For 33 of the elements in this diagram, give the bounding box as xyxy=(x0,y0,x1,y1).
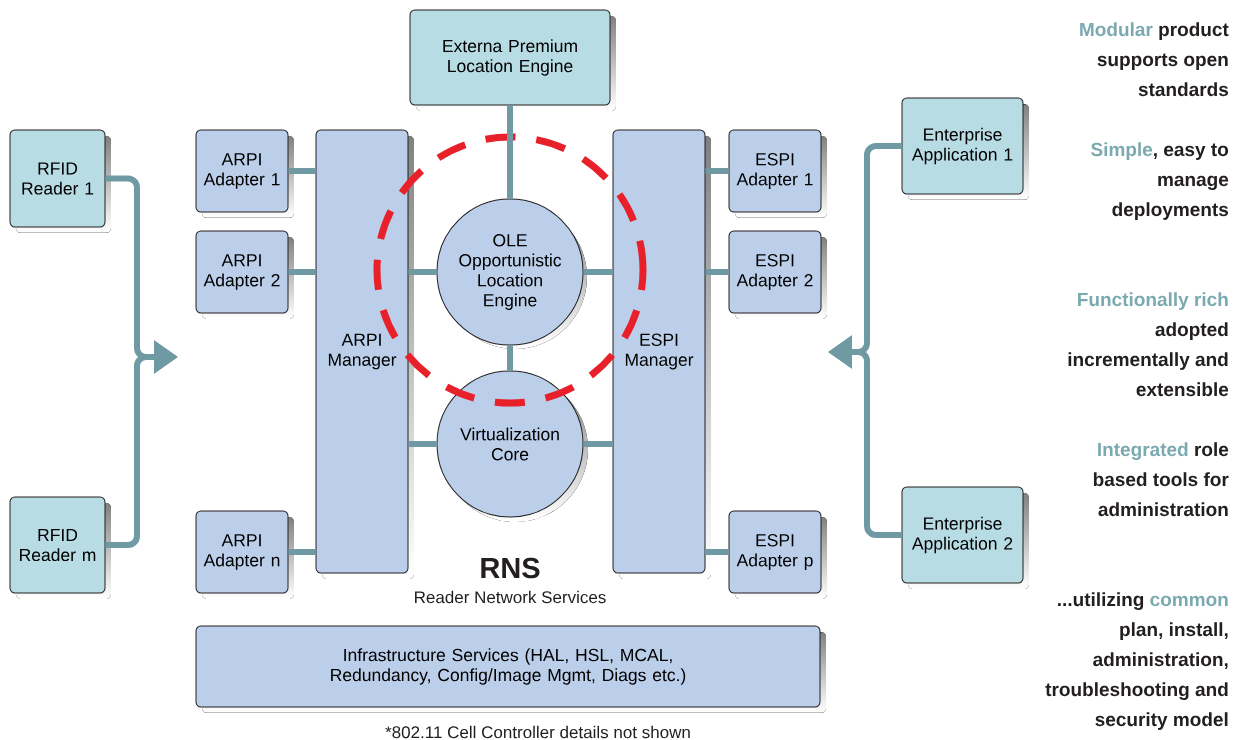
process-box: ARPI Adapter 2 xyxy=(195,230,294,319)
process-box: ARPI Adapter n xyxy=(195,510,294,599)
connector xyxy=(408,269,437,275)
process-box: ESPI Adapter 2 xyxy=(728,230,827,319)
process-box: ARPI Adapter 1 xyxy=(195,129,294,218)
connector xyxy=(507,105,513,199)
feature-text: Modular product supports open standards xyxy=(1080,22,1229,97)
connector xyxy=(583,441,613,447)
process-box: ESPI Manager xyxy=(612,129,711,579)
heading: RNS xyxy=(481,557,540,579)
process-box: Infrastructure Services (HAL, HSL, MCAL, Redundancy, Config/Image Mgmt, Diags etc.) xyxy=(195,625,826,713)
process-box: Externa Premium Location Engine xyxy=(409,9,616,111)
process-box: ARPI Manager xyxy=(315,129,414,579)
process-box: RFID Reader 1 xyxy=(9,129,111,233)
subheading: Reader Network Services xyxy=(415,590,606,604)
connector xyxy=(288,168,316,174)
feature-text: Integrated role based tools for administration xyxy=(1093,442,1229,517)
connector xyxy=(705,269,729,275)
feature-text: ...utilizing common plan, install, administration, troubleshooting and security model xyxy=(1045,592,1228,730)
connector xyxy=(705,549,729,555)
process-box: ESPI Adapter p xyxy=(728,510,827,599)
process-box: RFID Reader m xyxy=(9,496,111,599)
connector xyxy=(705,168,729,174)
process-box: ESPI Adapter 1 xyxy=(728,129,827,218)
connector xyxy=(288,549,316,555)
connector xyxy=(583,269,613,275)
feature-text: Functionally rich adopted incrementally and extensible xyxy=(1068,292,1229,397)
process-box: Enterprise Application 2 xyxy=(901,486,1029,589)
feature-text: Simple, easy to manage deployments xyxy=(1091,142,1229,220)
connector xyxy=(507,345,513,371)
process-box: Enterprise Application 1 xyxy=(901,97,1029,200)
connector xyxy=(408,441,437,447)
connector xyxy=(288,269,316,275)
